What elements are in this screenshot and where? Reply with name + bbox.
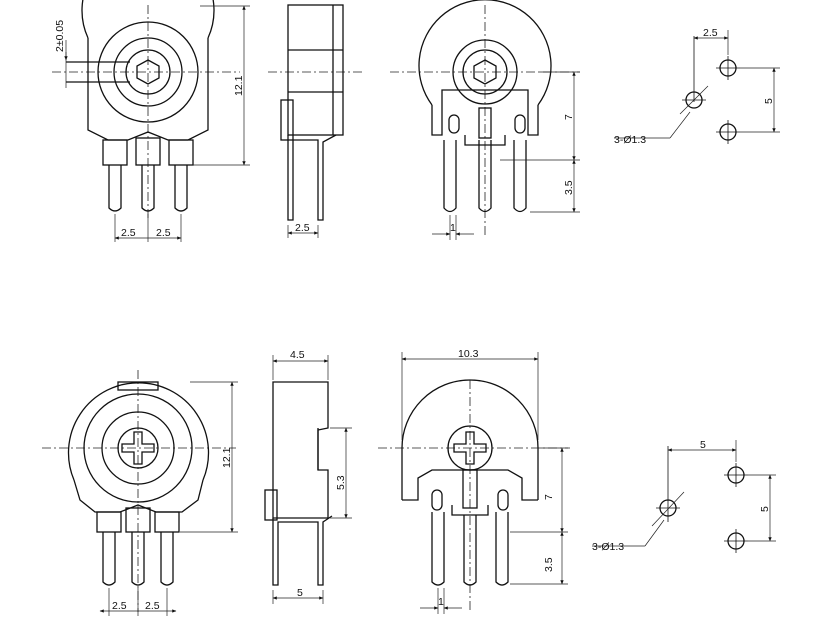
bottom-pad-pattern: 5 5 3-Ø1.3 xyxy=(592,439,776,553)
bottom-side-top-label: 4.5 xyxy=(290,349,305,361)
top-pads-hole-label: 3-Ø1.3 xyxy=(614,134,646,146)
bottom-front-view: 12.1 2.5 2.5 xyxy=(42,370,238,616)
bottom-pads-spacing-label: 5 xyxy=(759,506,771,512)
bottom-rear-upper-label: 7 xyxy=(543,494,555,500)
bottom-front-pitch-left-label: 2.5 xyxy=(112,600,127,612)
bottom-side-base-label: 5 xyxy=(297,587,303,599)
top-front-view: 2±0.05 12.1 2.5 2.5 xyxy=(52,0,250,242)
bottom-front-height-label: 12.1 xyxy=(221,447,233,468)
top-pads-spacing-label: 5 xyxy=(763,98,775,104)
bottom-rear-view: 10.3 7 3.5 1 xyxy=(378,348,570,614)
top-rear-view: 7 3.5 1 xyxy=(390,0,580,240)
bottom-pads-hole-label: 3-Ø1.3 xyxy=(592,541,624,553)
bottom-front-pitch-right-label: 2.5 xyxy=(145,600,160,612)
bottom-rear-width-label: 10.3 xyxy=(458,348,479,360)
top-rear-lower-label: 3.5 xyxy=(563,180,575,195)
top-front-offset-label: 2±0.05 xyxy=(54,20,66,52)
bottom-side-view: 4.5 5.3 5 xyxy=(264,349,352,604)
bottom-side-body-label: 5.3 xyxy=(335,475,347,490)
top-pads-pitch-label: 2.5 xyxy=(703,27,718,39)
top-front-height-label: 12.1 xyxy=(233,75,245,96)
top-rear-pin-label: 1 xyxy=(450,222,456,234)
top-pad-pattern: 2.5 5 3-Ø1.3 xyxy=(614,27,780,146)
top-side-view: 2.5 xyxy=(268,4,365,238)
bottom-rear-lower-label: 3.5 xyxy=(543,557,555,572)
top-side-depth-label: 2.5 xyxy=(295,222,310,234)
top-front-pitch-left-label: 2.5 xyxy=(121,227,136,239)
top-front-pitch-right-label: 2.5 xyxy=(156,227,171,239)
bottom-rear-pin-label: 1 xyxy=(438,596,444,608)
top-rear-upper-label: 7 xyxy=(563,114,575,120)
bottom-pads-pitch-label: 5 xyxy=(700,439,706,451)
